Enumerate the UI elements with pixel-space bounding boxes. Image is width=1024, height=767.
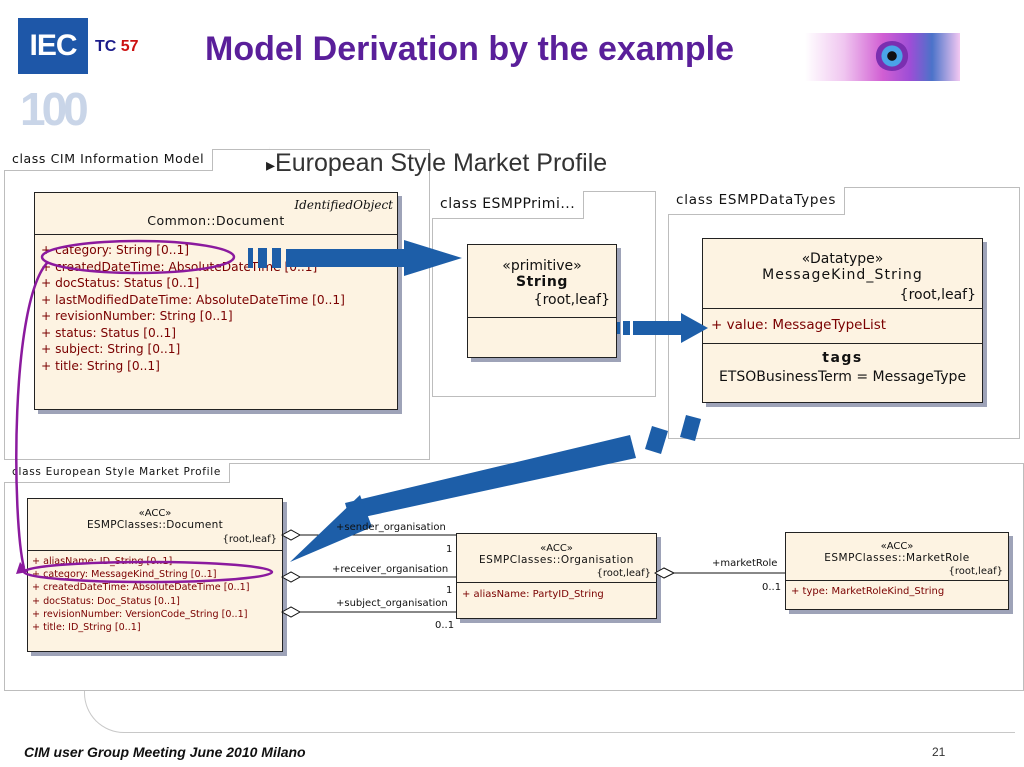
tags-label: tags	[822, 350, 863, 366]
class-name: String	[515, 274, 569, 290]
class-divider	[468, 317, 616, 318]
attribute-row: + title: String [0..1]	[41, 358, 160, 373]
highlight-arrow-head	[16, 562, 28, 574]
arrow-head	[681, 313, 708, 343]
package-datatypes-tab: class ESMPDataTypes	[668, 187, 846, 215]
package-primitives-tab: class ESMPPrimi...	[432, 191, 585, 219]
class-name: MessageKind_String	[762, 267, 923, 283]
attribute-row: + aliasName: PartyID_String	[462, 589, 604, 600]
aggregation-diamond	[280, 606, 302, 618]
receiver-multiplicity: 1	[446, 585, 453, 596]
package-esmp-tab: class European Style Market Profile	[4, 463, 231, 483]
marketrole-role-label: +marketRole	[712, 558, 778, 569]
attribute-row: + revisionNumber: String [0..1]	[41, 309, 233, 323]
arrow-dash	[633, 321, 681, 335]
arrow-head	[404, 240, 462, 276]
tc-number: 57	[120, 38, 139, 55]
class-divider	[786, 580, 1008, 581]
attribute-row: + createdDateTime: AbsoluteDateTime [0..…	[32, 582, 250, 594]
package-cim-tab-frame: class CIM Information Model	[4, 149, 254, 175]
package-primitives-tab-frame: class ESMPPrimi...	[432, 191, 612, 221]
arrow-head	[290, 495, 372, 562]
class-divider	[28, 550, 282, 551]
slide-title: Model Derivation by the example	[205, 30, 735, 68]
class-messagekind-string[interactable]: «Datatype» MessageKind_String {root,leaf…	[702, 238, 983, 403]
tc-text: TC	[95, 38, 117, 55]
footer-text: CIM user Group Meeting June 2010 Milano	[24, 744, 306, 760]
class-name: Common::Document	[147, 213, 285, 228]
attribute-row: + status: Status [0..1]	[41, 325, 176, 340]
subject-role-label: +subject_organisation	[336, 598, 448, 609]
tag-value: ETSOBusinessTerm = MessageType	[718, 369, 967, 385]
bullet-arrow-icon: ▸	[266, 155, 276, 175]
arrow-dash	[286, 249, 404, 267]
class-esmp-document[interactable]: «ACC» ESMPClasses::Document {root,leaf} …	[27, 498, 283, 652]
highlight-ellipse-esmp-category	[22, 560, 274, 584]
class-common-document[interactable]: IdentifiedObject Common::Document + cate…	[34, 192, 398, 410]
subject-multiplicity: 0..1	[435, 620, 455, 631]
arrow-dash	[248, 248, 253, 268]
subtitle-text: European Style Market Profile	[275, 149, 608, 177]
package-cim-tab: class CIM Information Model	[4, 149, 214, 171]
arrow-dash	[680, 415, 701, 441]
class-constraint: {root,leaf}	[596, 568, 651, 579]
eye-image	[875, 41, 909, 71]
attribute-row: + lastModifiedDateTime: AbsoluteDateTime…	[41, 292, 345, 307]
iec-logo-100: 100	[20, 83, 89, 135]
arrow-shaft	[345, 435, 636, 520]
tc-label: TC 57	[95, 38, 139, 56]
arrow-dash	[272, 248, 281, 268]
class-primitive-string[interactable]: «primitive» String {root,leaf}	[467, 244, 617, 358]
marketrole-multiplicity: 0..1	[762, 582, 782, 593]
aggregation-diamond	[280, 529, 302, 541]
attribute-row: + category: MessageKind_String [0..1]	[32, 569, 217, 581]
attribute-row: + revisionNumber: VersionCode_String [0.…	[32, 608, 248, 620]
highlight-ellipse-cim-category	[40, 239, 236, 275]
sender-multiplicity: 1	[446, 544, 453, 555]
class-stereotype: «ACC»	[138, 508, 172, 519]
aggregation-diamond	[653, 567, 676, 579]
class-constraint: {root,leaf}	[222, 534, 277, 545]
attribute-row: + subject: String [0..1]	[41, 342, 181, 356]
class-divider	[457, 582, 656, 583]
arrow-dash	[258, 248, 267, 268]
attribute-row: + docStatus: Status [0..1]	[41, 276, 200, 290]
parent-class-label: IdentifiedObject	[294, 198, 393, 212]
slide-subtitle: ▸European Style Market Profile	[266, 149, 607, 178]
attribute-row: + title: ID_String [0..1]	[32, 622, 141, 634]
attribute-row: + docStatus: Doc_Status [0..1]	[32, 595, 180, 607]
decorative-banner-image	[805, 33, 960, 81]
sender-role-label: +sender_organisation	[336, 522, 446, 533]
class-constraint: {root,leaf}	[948, 566, 1003, 577]
class-name: ESMPClasses::Document	[86, 519, 224, 531]
arrow-dash	[645, 426, 668, 454]
class-stereotype: «primitive»	[502, 258, 582, 274]
highlight-link-line	[15, 261, 49, 569]
page-number: 21	[932, 745, 946, 759]
arrow-dash	[617, 322, 620, 334]
package-datatypes-tab-frame: class ESMPDataTypes	[668, 187, 888, 215]
class-esmp-organisation[interactable]: «ACC» ESMPClasses::Organisation {root,le…	[456, 533, 657, 619]
arrow-dash	[623, 321, 630, 335]
iec-logo-text: IEC	[18, 18, 88, 74]
class-divider	[703, 343, 982, 344]
class-stereotype: «Datatype»	[801, 251, 884, 267]
attribute-row: + category: String [0..1]	[41, 243, 190, 257]
aggregation-diamond	[280, 571, 302, 583]
class-stereotype: «ACC»	[880, 541, 914, 552]
class-divider	[35, 234, 397, 235]
attribute-row: + type: MarketRoleKind_String	[791, 586, 945, 597]
class-constraint: {root,leaf}	[533, 292, 610, 308]
class-divider	[703, 308, 982, 309]
class-name: ESMPClasses::MarketRole	[824, 552, 970, 564]
class-constraint: {root,leaf}	[899, 287, 976, 303]
attribute-row: + value: MessageTypeList	[711, 317, 887, 333]
class-esmp-marketrole[interactable]: «ACC» ESMPClasses::MarketRole {root,leaf…	[785, 532, 1009, 610]
class-stereotype: «ACC»	[540, 543, 573, 554]
iec-logo: IEC 100	[18, 18, 89, 140]
class-name: ESMPClasses::Organisation	[479, 554, 634, 566]
package-esmp-tab-frame: class European Style Market Profile	[4, 463, 244, 483]
receiver-role-label: +receiver_organisation	[332, 564, 449, 575]
